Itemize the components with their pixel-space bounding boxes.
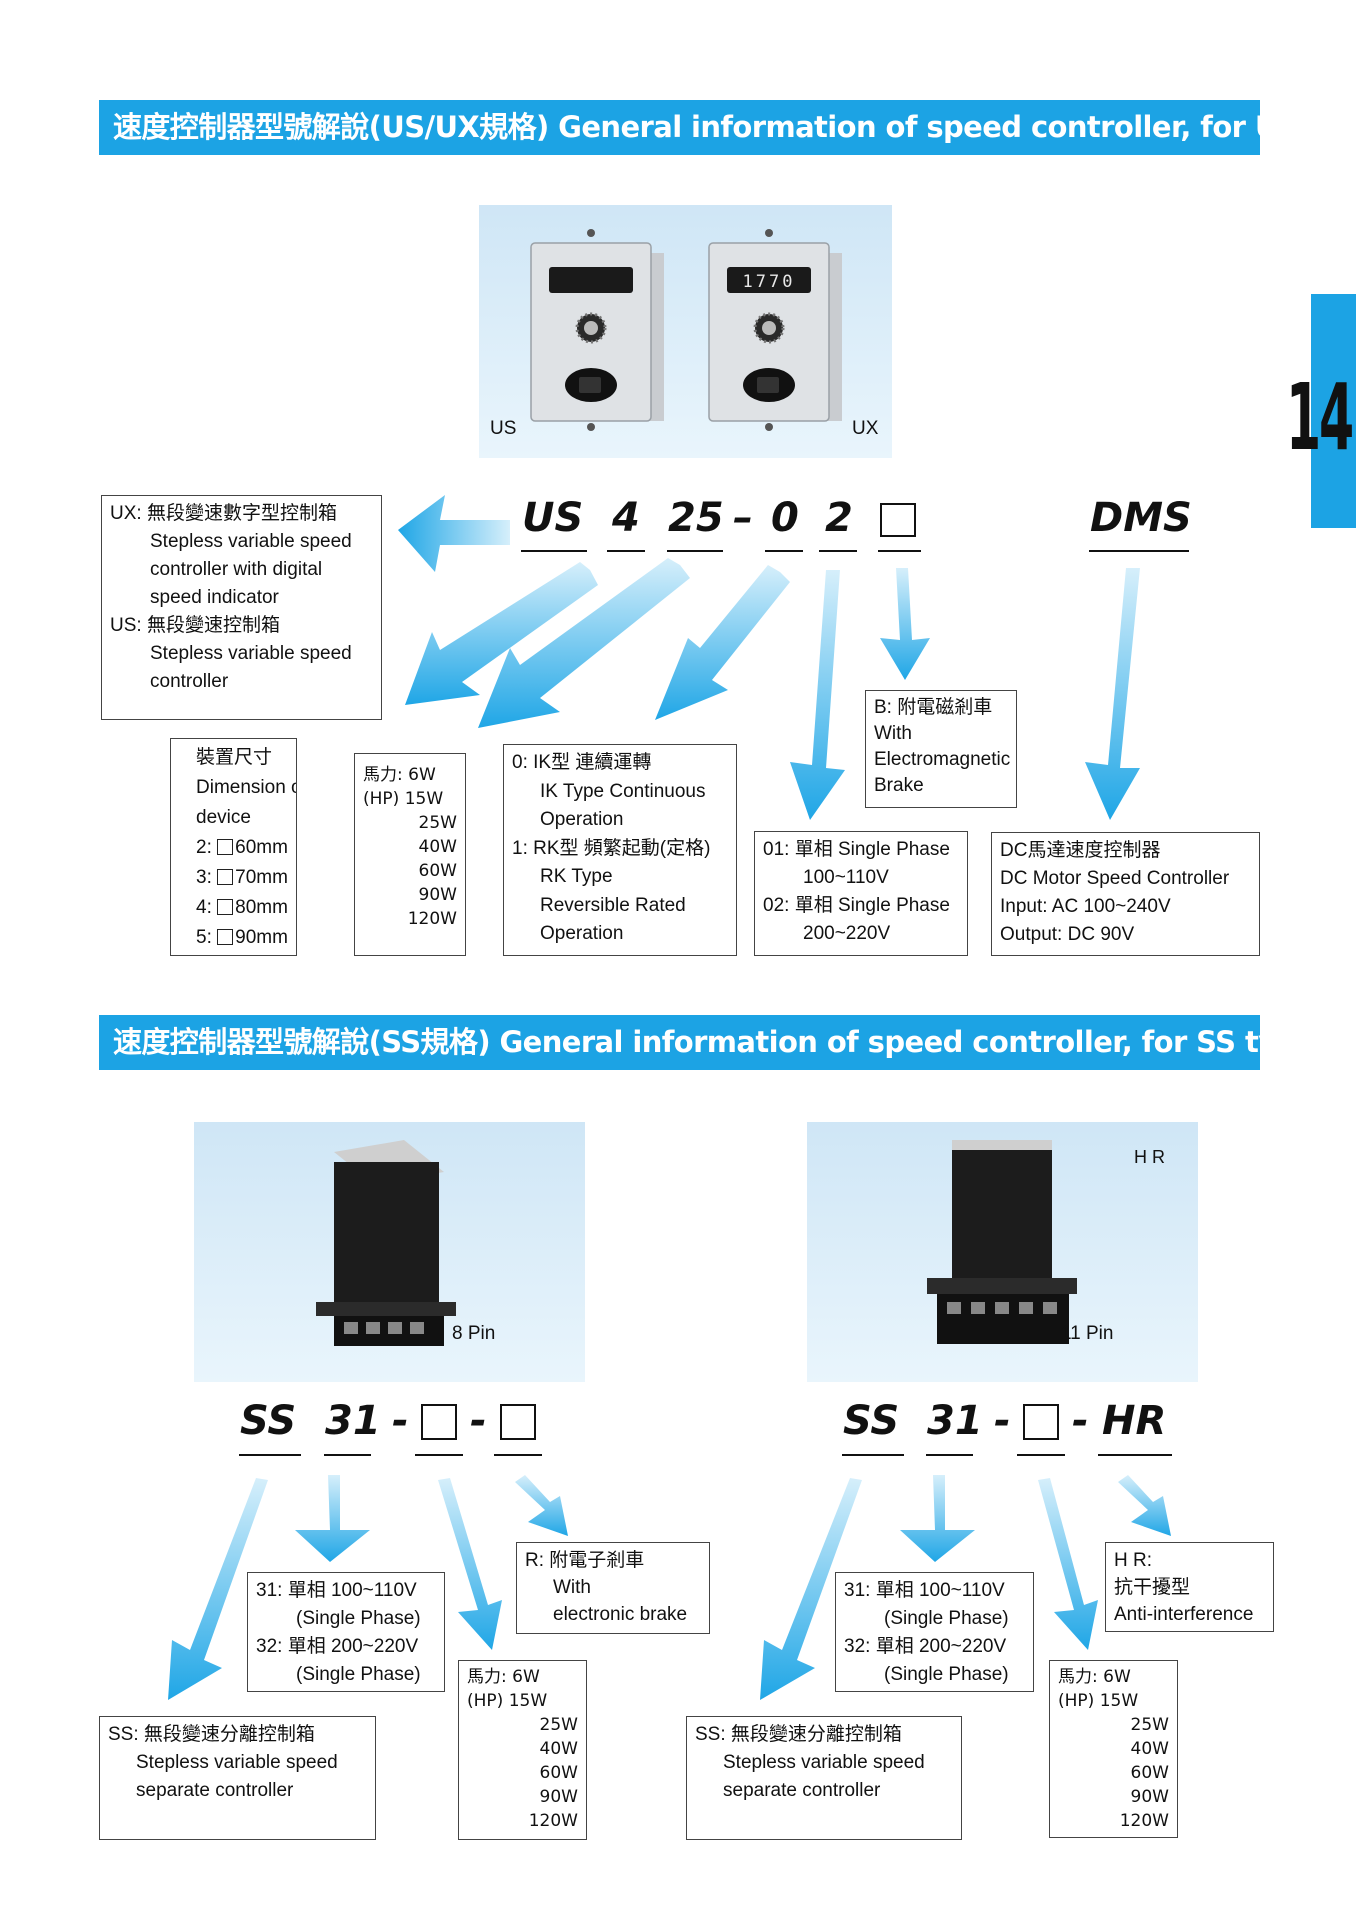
code-part-series: US (522, 495, 584, 541)
product-photo-11pin (807, 1122, 1198, 1382)
arrow-to-dc (1085, 568, 1140, 820)
ss-left-phase-box: 31: 單相 100~110V (Single Phase) 32: 單相 20… (247, 1572, 445, 1692)
underline (494, 1454, 542, 1456)
photo-tag-hr: H R (1134, 1147, 1165, 1167)
code-part-voltage: 2 (825, 495, 853, 541)
operation-box: 0: IK型 連續運轉 IK Type Continuous Operation… (503, 744, 737, 956)
ss-left-code-dash: - (392, 1398, 409, 1444)
code-part-power: 25 (668, 495, 724, 541)
arrow-to-phase (790, 570, 845, 820)
ss-left-code-power-placeholder (421, 1404, 457, 1440)
ss-right-code-hr: HR (1102, 1398, 1167, 1444)
underline (926, 1454, 973, 1456)
brake-box: B: 附電磁剎車 With Electromagnetic Brake (865, 690, 1017, 808)
underline (1017, 1454, 1065, 1456)
chapter-tab (1311, 294, 1356, 528)
photo-label-8pin: 8 Pin (452, 1323, 496, 1344)
ss-left-code-phase: 31 (325, 1398, 381, 1444)
underline (1089, 550, 1189, 552)
relay-illustration-8pin (316, 1140, 456, 1346)
photo-label-11pin: 11 Pin (1061, 1323, 1114, 1344)
photo-label-us: US (490, 418, 517, 439)
underline (878, 550, 921, 552)
digital-display-readout: 1770 (743, 272, 796, 292)
arrow-to-ss-power (438, 1478, 502, 1650)
arrow-to-operation (655, 565, 790, 720)
product-photo-8pin (194, 1122, 585, 1382)
controller-illustration: 1770 (530, 229, 842, 431)
ss-left-type-box: SS: 無段變速分離控制箱 Stepless variable speed se… (99, 1716, 376, 1840)
underline (765, 550, 803, 552)
section-banner-ss: 速度控制器型號解說(SS規格) General information of s… (99, 1015, 1260, 1070)
arrow-to-brake (880, 568, 930, 680)
ss-left-code-dash: - (470, 1398, 487, 1444)
dc-controller-box: DC馬達速度控制器 DC Motor Speed Controller Inpu… (991, 832, 1260, 956)
arrow-to-hr-power (1038, 1478, 1098, 1650)
code-part-dms: DMS (1090, 495, 1192, 541)
arrow-to-dimension (405, 562, 598, 705)
arrow-to-hr-phase (900, 1475, 975, 1562)
ss-right-phase-box: 31: 單相 100~110V (Single Phase) 32: 單相 20… (835, 1572, 1034, 1692)
ss-right-code-dash: - (994, 1398, 1011, 1444)
product-photo-us-ux: 1770 (479, 205, 892, 458)
ss-right-code-series: SS (843, 1398, 900, 1444)
ss-right-code-power-placeholder (1023, 1404, 1059, 1440)
relay-illustration-11pin (927, 1140, 1077, 1344)
ss-right-type-box: SS: 無段變速分離控制箱 Stepless variable speed se… (686, 1716, 962, 1840)
arrow-to-hr-box (1118, 1475, 1171, 1536)
ss-right-code-phase: 31 (927, 1398, 983, 1444)
type-description-box: UX: 無段變速數字型控制箱 Stepless variable speed c… (101, 495, 382, 720)
ss-right-code-dash: - (1072, 1398, 1089, 1444)
code-part-size: 4 (612, 495, 640, 541)
photo-label-ux: UX (852, 418, 879, 439)
underline (324, 1454, 371, 1456)
section-banner-us-ux: 速度控制器型號解說(US/UX規格) General information o… (99, 100, 1260, 155)
chapter-number: 14 (1286, 364, 1354, 471)
arrow-to-ss-phase (295, 1475, 370, 1562)
ss-left-code-brake-placeholder (500, 1404, 536, 1440)
code-part-brake-placeholder (880, 503, 916, 537)
ss-left-power-box: 馬力: 6W (HP) 15W 25W 40W 60W 90W 120W (458, 1660, 587, 1840)
underline (521, 550, 587, 552)
code-part-operation: 0 (771, 495, 799, 541)
ss-right-hr-box: H R: 抗干擾型 Anti-interference (1105, 1542, 1274, 1632)
underline (842, 1454, 904, 1456)
ss-left-code-series: SS (240, 1398, 297, 1444)
arrow-to-type-box (398, 495, 510, 572)
phase-box: 01: 單相 Single Phase 100~110V 02: 單相 Sing… (754, 831, 968, 956)
underline (415, 1454, 463, 1456)
underline (667, 550, 723, 552)
underline (607, 550, 645, 552)
ss-right-power-box: 馬力: 6W (HP) 15W 25W 40W 60W 90W 120W (1049, 1660, 1178, 1838)
underline (819, 550, 857, 552)
ss-left-brake-box: R: 附電子剎車 With electronic brake (516, 1542, 710, 1634)
power-box: 馬力: 6W (HP) 15W 25W 40W 60W 90W 120W (354, 753, 466, 956)
arrow-to-ss-brake (515, 1475, 568, 1536)
arrow-to-power (478, 558, 690, 728)
underline (239, 1454, 301, 1456)
code-dash: – (733, 495, 753, 541)
dimension-box: 裝置尺寸 Dimension of device 2: 60mm 3: 70mm… (170, 738, 297, 956)
underline (1098, 1454, 1172, 1456)
